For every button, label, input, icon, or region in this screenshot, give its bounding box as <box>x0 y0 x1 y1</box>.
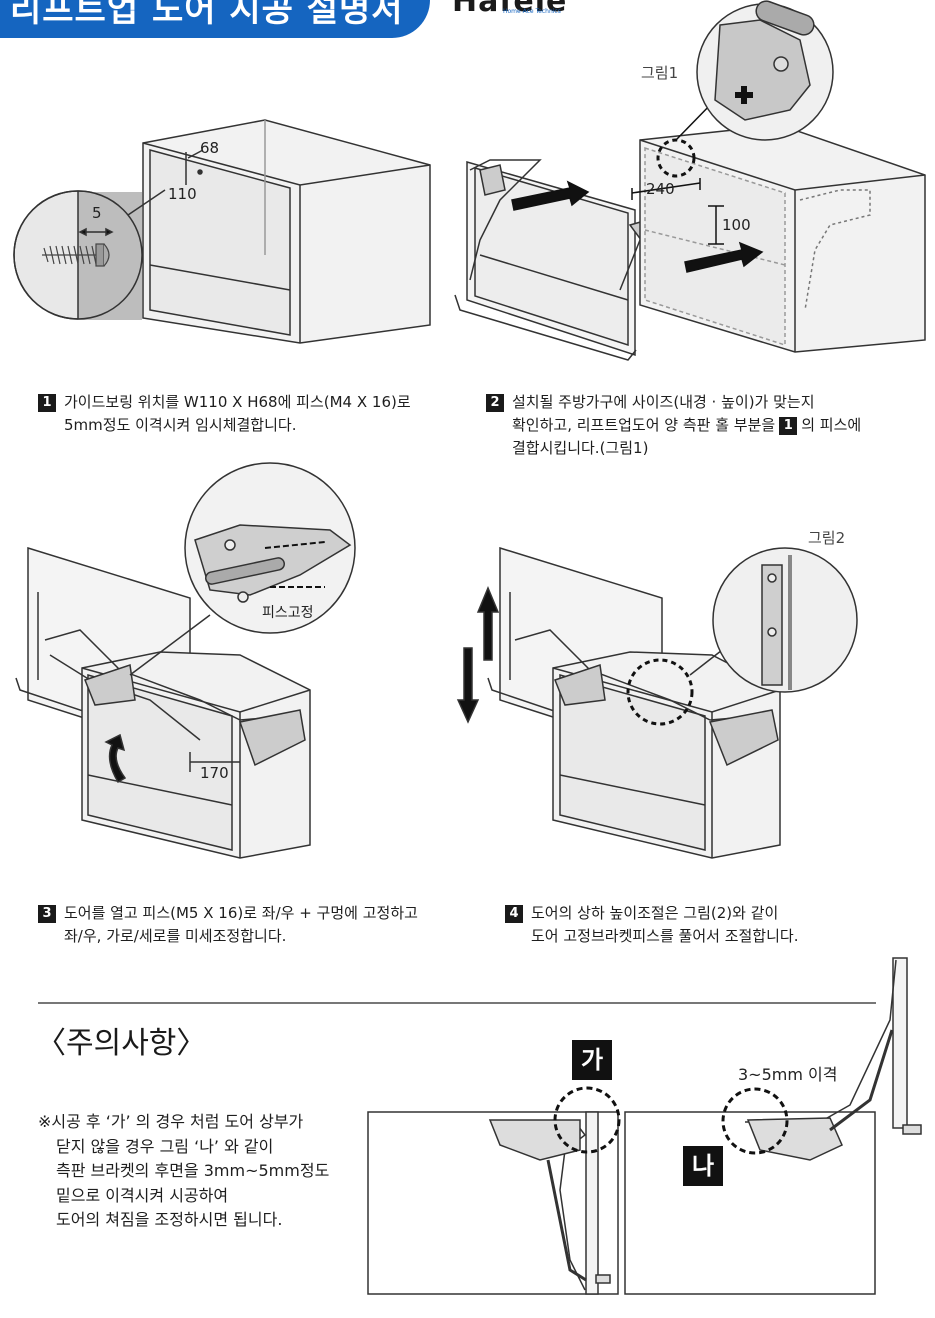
tag-na: 나 <box>683 1146 723 1186</box>
brand-logo: Hafele <box>452 0 568 19</box>
page-title: 리프트업 도어 시공 설명서 <box>10 0 404 30</box>
step2-drawing <box>454 0 926 361</box>
step-4-line1: 도어의 상하 높이조절은 그림(2)와 같이 <box>531 904 779 922</box>
brand-tagline: Home Ace Technics <box>503 8 561 15</box>
step-1-number: 1 <box>38 394 56 412</box>
step-2: 2 설치될 주방가구에 사이즈(내경 · 높이)가 맞는지 확인하고, 리프트업도… <box>486 391 926 460</box>
step-2-ref-number: 1 <box>779 417 798 435</box>
step-2-line2a: 확인하고, 리프트업도어 양 측판 홀 부분을 <box>512 416 776 434</box>
figure-1-label: 그림1 <box>641 64 679 82</box>
caution-line-3: 측판 브라켓의 후면을 3mm~5mm정도 <box>56 1161 330 1180</box>
caution-line-4: 밑으로 이격시켜 시공하여 <box>56 1185 229 1205</box>
dimension-240: 240 <box>646 180 675 198</box>
caution-line-2: 닫지 않을 경우 그림 ‘나’ 와 같이 <box>56 1136 274 1156</box>
screw-fix-label: 피스고정 <box>262 605 314 621</box>
step-3-number: 3 <box>38 905 56 923</box>
screw-zoom-circle <box>13 189 166 320</box>
step-4-number: 4 <box>505 905 523 923</box>
step-2-line1: 설치될 주방가구에 사이즈(내경 · 높이)가 맞는지 <box>512 393 815 411</box>
header-banner: 리프트업 도어 시공 설명서 <box>0 0 430 38</box>
dimension-5: 5 <box>92 204 102 222</box>
caution-title: 〈주의사항〉 <box>36 1026 207 1061</box>
step3-drawing <box>15 462 356 859</box>
step-2-line2b: 의 피스에 <box>801 416 862 434</box>
step-2-line3: 결합시킵니다.(그림1) <box>512 439 649 457</box>
step-1-line2: 5mm정도 이격시켜 임시체결합니다. <box>64 416 297 434</box>
step1-cabinet-drawing <box>142 119 431 344</box>
dimension-68: 68 <box>200 139 220 157</box>
dimension-100: 100 <box>722 216 751 234</box>
figure-2-label: 그림2 <box>808 529 846 547</box>
caution-line-5: 도어의 쳐짐을 조정하시면 됩니다. <box>56 1210 283 1229</box>
gap-label: 3~5mm 이격 <box>738 1065 838 1084</box>
step-3-line2: 좌/우, 가로/세로를 미세조정합니다. <box>64 927 287 945</box>
step-4: 4 도어의 상하 높이조절은 그림(2)와 같이 도어 고정브라켓피스를 풀어서 … <box>505 902 925 948</box>
tag-ga: 가 <box>572 1040 612 1080</box>
step-4-line2: 도어 고정브라켓피스를 풀어서 조절합니다. <box>531 927 799 945</box>
caution-drawing <box>367 957 922 1295</box>
step4-drawing <box>456 546 858 859</box>
dimension-170: 170 <box>200 764 229 782</box>
dimension-110: 110 <box>168 185 197 203</box>
step-1-line1: 가이드보링 위치를 W110 X H68에 피스(M4 X 16)로 <box>64 393 411 411</box>
caution-line-1: ※시공 후 ‘가’ 의 경우 처럼 도어 상부가 <box>38 1112 304 1131</box>
section-divider <box>38 1002 876 1004</box>
step-3: 3 도어를 열고 피스(M5 X 16)로 좌/우 + 구멍에 고정하고 좌/우,… <box>38 902 478 948</box>
step-2-number: 2 <box>486 394 504 412</box>
step-3-line1: 도어를 열고 피스(M5 X 16)로 좌/우 + 구멍에 고정하고 <box>64 904 418 922</box>
step-1: 1 가이드보링 위치를 W110 X H68에 피스(M4 X 16)로 5mm정… <box>38 391 458 437</box>
caution-text: ※시공 후 ‘가’ 의 경우 처럼 도어 상부가 닫지 않을 경우 그림 ‘나’… <box>38 1110 329 1233</box>
